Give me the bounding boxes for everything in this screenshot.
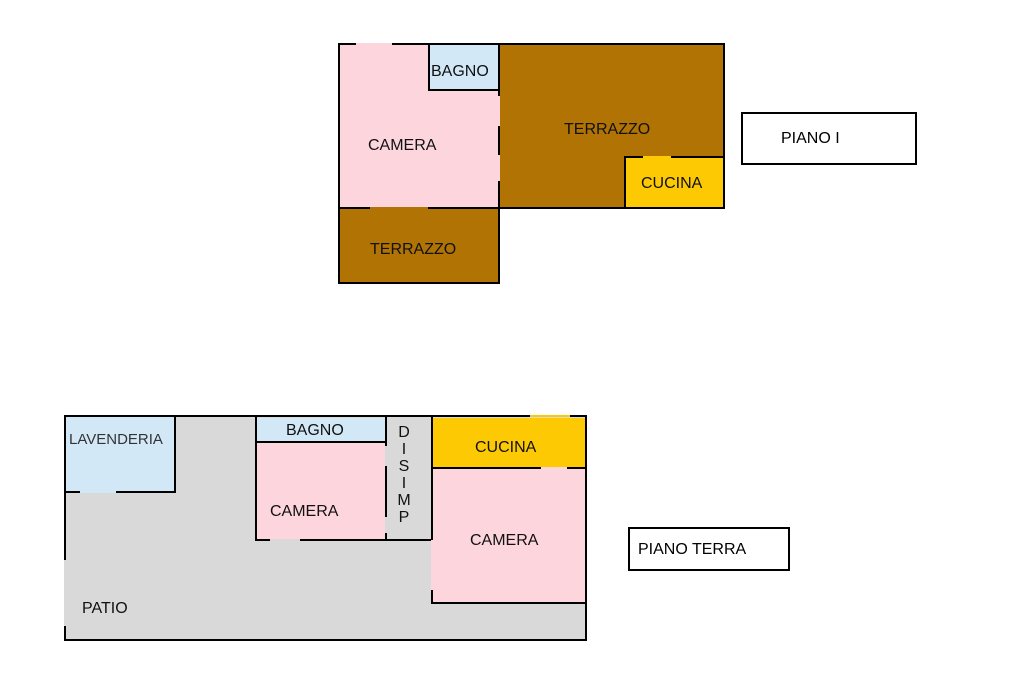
- wall: [338, 282, 500, 284]
- wall: [256, 441, 387, 443]
- upper-terrazzo-lower-label: TERRAZZO: [370, 241, 457, 258]
- opening: [385, 517, 387, 533]
- disimp-letter: D: [398, 424, 410, 441]
- wall: [255, 417, 257, 541]
- upper-cucina-room: [625, 157, 724, 208]
- floor-legend-label: PIANO TERRA: [638, 541, 747, 558]
- wall: [431, 467, 587, 469]
- ground-lavanderia-room: [66, 417, 175, 492]
- upper-terrazzo-main-label: TERRAZZO: [564, 121, 651, 138]
- wall: [585, 415, 587, 641]
- opening: [541, 467, 567, 469]
- wall: [431, 417, 433, 604]
- opening: [431, 540, 433, 590]
- upper-cucina-label: CUCINA: [641, 175, 703, 192]
- upper-bagno-room: [429, 44, 499, 90]
- floor-legend-piano-i: PIANO I: [741, 112, 917, 165]
- opening: [643, 156, 671, 158]
- wall: [428, 44, 430, 91]
- disimp-letter: P: [398, 509, 410, 526]
- ground-bagno-label: BAGNO: [286, 422, 344, 439]
- wall: [624, 156, 724, 158]
- wall: [338, 43, 725, 45]
- ground-camera-small-label: CAMERA: [270, 503, 339, 520]
- opening: [270, 539, 300, 541]
- upper-camera-label: CAMERA: [368, 137, 437, 154]
- ground-lavanderia-label: LAVENDERIA: [69, 431, 163, 448]
- opening: [80, 491, 116, 493]
- disimp-letter: S: [398, 458, 410, 475]
- wall: [64, 415, 66, 641]
- opening: [64, 560, 66, 626]
- wall: [338, 43, 340, 284]
- wall: [66, 491, 176, 493]
- opening: [356, 43, 392, 45]
- wall: [64, 639, 587, 641]
- wall: [64, 415, 587, 417]
- wall: [624, 156, 626, 208]
- ground-cucina-label: CUCINA: [475, 439, 537, 456]
- disimp-letter: M: [397, 492, 411, 509]
- opening: [498, 155, 500, 181]
- wall: [431, 602, 587, 604]
- ground-patio-label: PATIO: [82, 600, 128, 617]
- ground-camera-large-room: [432, 469, 586, 603]
- opening: [370, 207, 428, 209]
- wall: [723, 43, 725, 209]
- floor-legend-label: PIANO I: [781, 130, 840, 147]
- upper-bagno-label: BAGNO: [431, 63, 489, 80]
- opening: [385, 446, 387, 466]
- ground-cucina-room: [432, 418, 586, 468]
- wall: [428, 89, 500, 91]
- floor-legend-piano-terra: PIANO TERRA: [628, 527, 790, 571]
- wall: [255, 539, 433, 541]
- ground-camera-large-label: CAMERA: [470, 532, 539, 549]
- disimp-letter: I: [401, 475, 407, 492]
- ground-disimp-label: D I S I M P: [396, 424, 412, 526]
- opening: [498, 96, 500, 126]
- ground-camera-small-room: [257, 443, 386, 539]
- upper-terrazzo-lower-room: [339, 208, 499, 283]
- disimp-letter: I: [401, 441, 407, 458]
- wall: [174, 416, 176, 493]
- ground-bagno-room: [257, 418, 385, 442]
- wall: [385, 417, 387, 541]
- wall: [498, 207, 725, 209]
- opening: [530, 415, 570, 417]
- ground-disimp-room: [387, 418, 431, 540]
